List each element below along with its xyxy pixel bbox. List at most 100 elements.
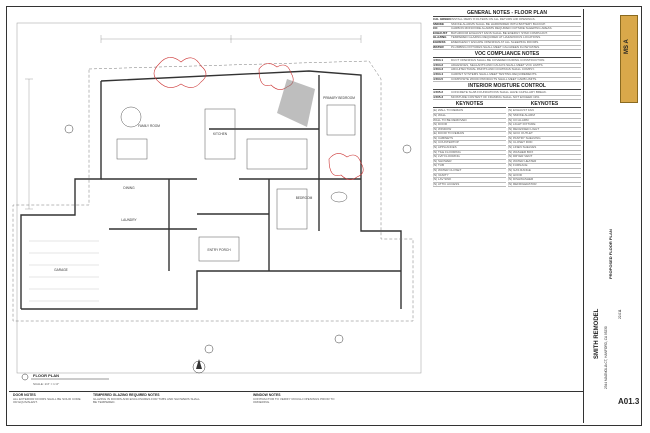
keynote-item: (N) SHOWER	[433, 159, 506, 165]
general-notes-title: GENERAL NOTES - FLOOR PLAN	[433, 10, 581, 17]
keynote-item: (N) WATER CLOSET	[433, 168, 506, 174]
keynote-item: (N) PANTRY SHELVING	[508, 136, 581, 142]
room-label-bedroom: BEDROOM	[296, 196, 313, 200]
keynote-item: (N) ATTIC ACCESS	[433, 182, 506, 188]
keynote-item: (N) WATER HEATER	[508, 159, 581, 165]
fixtures	[116, 104, 356, 262]
keynote-item: (N) CABINETS	[433, 136, 506, 142]
sheet-title: PROPOSED FLOOR PLAN	[608, 229, 613, 279]
drawing-sheet: FAMILY ROOM KITCHEN DINING PRIMARY BEDRO…	[6, 6, 642, 426]
north-arrow-icon	[192, 359, 206, 374]
keynote-item: (N) RECESSED LIGHT	[508, 127, 581, 133]
keynote-item: (N) FURNACE	[508, 164, 581, 170]
keynote-item: (N) CO ALARM	[508, 118, 581, 124]
door-notes: DOOR NOTES ALL EXTERIOR DOORS SHALL BE S…	[13, 393, 83, 405]
dimension-lines	[25, 35, 362, 210]
keynote-item: (N) DOOR	[433, 122, 506, 128]
reference-frame	[16, 22, 422, 374]
project-name: SMITH REMODEL	[594, 308, 600, 359]
glazing-notes-text: GLAZING IN DOORS AND ENCLOSURES FOR TUBS…	[93, 396, 200, 405]
keynotes-right-column: KEYNOTES (N) EXHAUST FAN (N) SMOKE ALARM…	[508, 100, 581, 188]
keynote-item: (N) EXHAUST FAN	[508, 109, 581, 114]
floor-plan-scale: SCALE: 1/4" = 1'-0"	[33, 382, 59, 386]
keynote-item: (N) TILE FLOORING	[433, 150, 506, 156]
keynote-item: (N) DRYER VENT	[508, 155, 581, 160]
room-label-primary-bedroom: PRIMARY BEDROOM	[323, 96, 355, 100]
keynote-item: (N) WINDOW	[433, 127, 506, 133]
keynote-item: (N) VANITY	[433, 173, 506, 179]
keynote-item: (N) GFCI OUTLET	[508, 132, 581, 137]
patio-hatch	[277, 79, 315, 127]
firm-badge-text: MS A	[624, 39, 630, 54]
sheet-number: A01.3	[618, 397, 640, 406]
room-label-laundry: LAUNDRY	[121, 218, 137, 222]
glazing-notes-title: TEMPERED GLAZING REQUIRED NOTES	[93, 393, 160, 397]
floor-plan-title: FLOOR PLAN	[33, 373, 59, 378]
keynotes-title-left: KEYNOTES	[433, 101, 506, 109]
keynote-item: (N) HOOD	[508, 173, 581, 179]
window-notes: WINDOW NOTES CONTRACTOR TO VERIFY ROUGH …	[253, 393, 343, 405]
glazing-notes: TEMPERED GLAZING REQUIRED NOTES GLAZING …	[93, 393, 203, 405]
keynote-item: (N) SMOKE ALARM	[508, 113, 581, 119]
room-label-entry-porch: ENTRY PORCH	[207, 248, 231, 252]
room-label-family: FAMILY ROOM	[138, 124, 160, 128]
keynote-item: (N) LIGHT FIXTURE	[508, 122, 581, 128]
door-notes-text: ALL EXTERIOR DOORS SHALL BE SOLID CORE O…	[13, 396, 81, 405]
project-date: 22.011	[618, 309, 622, 319]
roof-outline	[12, 60, 414, 322]
moisture-notes-title: INTERIOR MOISTURE CONTROL	[433, 83, 581, 91]
keynote-item: (E) WALL TO REMAIN	[433, 109, 506, 114]
voc-notes-title: VOC COMPLIANCE NOTES	[433, 51, 581, 59]
keynote-item: (N) LINEN SHELVES	[508, 145, 581, 151]
walls	[20, 70, 402, 310]
window-notes-title: WINDOW NOTES	[253, 393, 281, 397]
window-notes-text: CONTRACTOR TO VERIFY ROUGH OPENINGS PRIO…	[253, 396, 335, 405]
project-address: 2344 MAGNOLIA CT, HANFORD, CA 93230	[604, 326, 608, 389]
room-label-garage: GARAGE	[54, 268, 68, 272]
revision-clouds	[153, 57, 364, 180]
bottom-notes-strip: DOOR NOTES ALL EXTERIOR DOORS SHALL BE S…	[9, 391, 583, 426]
section-markers	[64, 124, 412, 354]
title-block: MS A PROPOSED FLOOR PLAN SMITH REMODEL 2…	[583, 9, 640, 423]
plan-title: FLOOR PLAN SCALE: 1/4" = 1'-0"	[21, 373, 109, 386]
keynote-item: (N) LVP FLOORING	[433, 155, 506, 160]
floor-plan-svg: FAMILY ROOM KITCHEN DINING PRIMARY BEDRO…	[12, 22, 422, 386]
keynote-item: WALL TO BE REMOVED	[433, 118, 506, 124]
keynote-item: (E) DOOR TO REMAIN	[433, 132, 506, 137]
floor-plan-drawing: FAMILY ROOM KITCHEN DINING PRIMARY BEDRO…	[9, 9, 431, 389]
garage-hatch	[29, 240, 99, 302]
keynotes-title-right: KEYNOTES	[508, 101, 581, 109]
keynote-item: (N) COUNTERTOP	[433, 141, 506, 147]
keynotes-left-column: KEYNOTES (E) WALL TO REMAIN (N) WALL WAL…	[433, 100, 506, 188]
door-notes-title: DOOR NOTES	[13, 393, 36, 397]
keynote-item: (N) CLOSET ROD	[508, 141, 581, 147]
keynote-item: (N) APPLIANCES	[433, 145, 506, 151]
keynote-item: (N) WASHER BOX	[508, 150, 581, 156]
keynote-item: (N) DISHWASHER	[508, 178, 581, 183]
keynote-item: (N) GAS RANGE	[508, 168, 581, 174]
keynotes-grid: KEYNOTES (E) WALL TO REMAIN (N) WALL WAL…	[433, 100, 581, 188]
keynote-item: (N) LAV SINK	[433, 178, 506, 183]
keynote-item: (N) TUB	[433, 164, 506, 170]
firm-badge	[620, 15, 638, 103]
keynote-item: (N) REFRIGERATOR	[508, 182, 581, 188]
room-label-dining: DINING	[123, 186, 135, 190]
